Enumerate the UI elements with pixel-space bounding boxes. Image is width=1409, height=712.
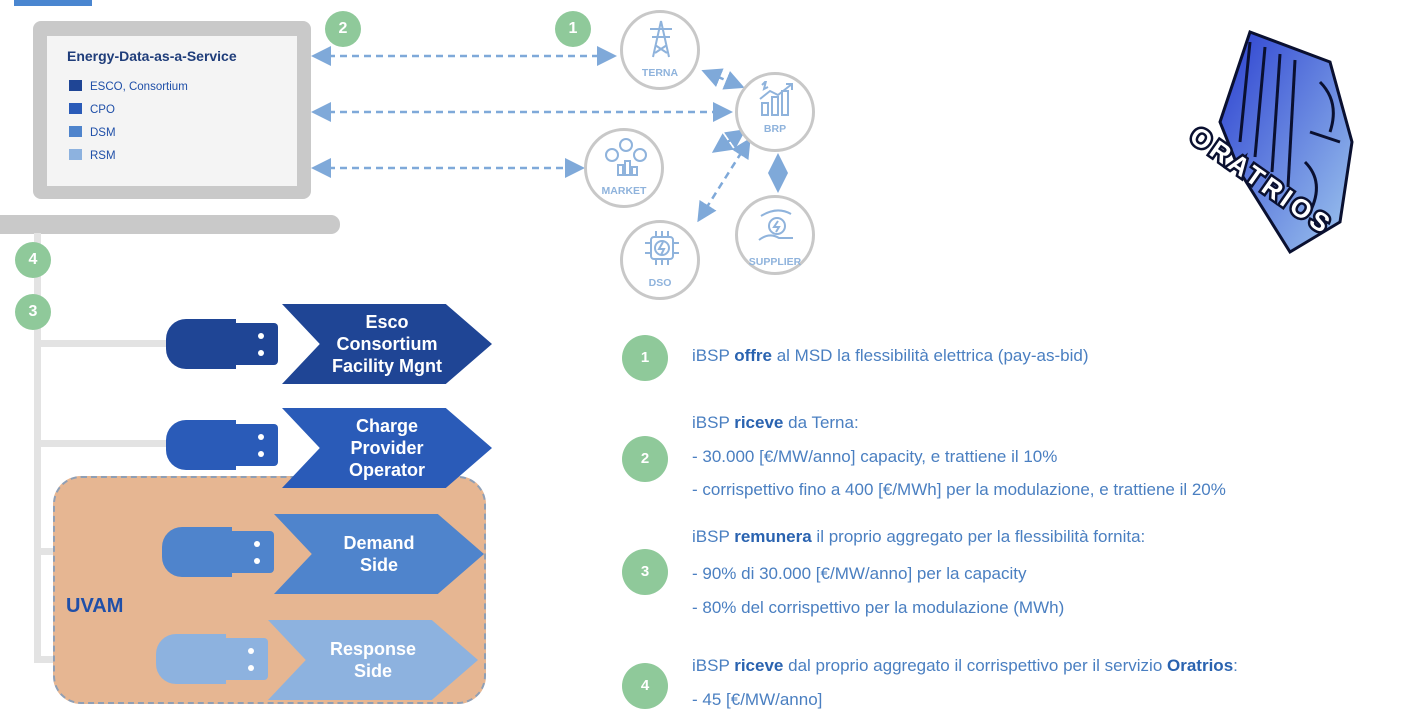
supplier-hands-icon: [758, 209, 793, 241]
node-label-dso: DSO: [648, 277, 672, 289]
plug-head: [232, 531, 274, 573]
legend-swatch: [69, 103, 82, 114]
arrow-label-esco: Esco Consortium Facility Mgnt: [331, 312, 442, 376]
plug-body: [166, 420, 236, 470]
marker-2: 2: [325, 11, 361, 47]
legend-item-dsm: DSM: [69, 126, 116, 139]
laptop-screen: Energy-Data-as-a-Service ESCO, Consortiu…: [33, 21, 311, 199]
oratrios-logo: ORATRIOS: [1180, 22, 1370, 272]
uvam-label: UVAM: [66, 595, 124, 617]
market-coins-icon: [605, 138, 647, 176]
laptop-display: Energy-Data-as-a-Service ESCO, Consortiu…: [47, 36, 297, 186]
legend-label: CPO: [90, 104, 115, 116]
grid-chip-icon: [645, 231, 679, 265]
step-number: 2: [622, 436, 668, 482]
marker-4: 4: [15, 242, 51, 278]
plug-body: [156, 634, 226, 684]
legend-swatch: [69, 80, 82, 91]
node-supplier: SUPPLIER: [735, 195, 815, 275]
node-label-market: MARKET: [601, 185, 647, 197]
plug-head: [236, 424, 278, 466]
step-number: 1: [622, 335, 668, 381]
tree-branch-1: [34, 340, 169, 347]
legend-item-rsm: RSM: [69, 149, 116, 162]
step-line: iBSP riceve dal proprio aggregato il cor…: [692, 656, 1238, 675]
step-line: - 80% del corrispettivo per la modulazio…: [692, 598, 1065, 617]
node-brp: BRP: [735, 72, 815, 152]
legend-label: DSM: [90, 127, 116, 139]
legend-swatch: [69, 149, 82, 160]
node-label-terna: TERNA: [641, 67, 679, 79]
step-number: 3: [622, 549, 668, 595]
tree-trunk-line: [34, 233, 41, 663]
plug-head: [236, 323, 278, 365]
node-label-brp: BRP: [763, 123, 787, 135]
step-line: - 30.000 [€/MW/anno] capacity, e trattie…: [692, 447, 1058, 466]
legend-item-cpo: CPO: [69, 103, 115, 116]
arrow-label-cpo: Charge Provider Operator: [348, 416, 426, 480]
marker-1: 1: [555, 11, 591, 47]
node-dso: DSO: [620, 220, 700, 300]
legend-label: RSM: [90, 150, 116, 162]
legend-swatch: [69, 126, 82, 137]
step-line: - 45 [€/MW/anno]: [692, 690, 823, 709]
step-line: - 90% di 30.000 [€/MW/anno] per la capac…: [692, 564, 1027, 583]
tree-branch-2: [34, 440, 169, 447]
laptop-base: [0, 215, 340, 234]
step-line: - corrispettivo fino a 400 [€/MWh] per l…: [692, 480, 1226, 499]
marker-3: 3: [15, 294, 51, 330]
arrow-label-demand: Demand Side: [343, 533, 415, 575]
step-line: iBSP offre al MSD la flessibilità elettr…: [692, 346, 1089, 365]
connector-arrows: [311, 46, 788, 223]
plug-body: [162, 527, 232, 577]
step-number: 4: [622, 663, 668, 709]
step-line: iBSP remunera il proprio aggregato per l…: [692, 527, 1146, 546]
node-market: MARKET: [584, 128, 664, 208]
growth-chart-icon: [759, 81, 793, 116]
node-label-supplier: SUPPLIER: [748, 256, 802, 268]
step-line: iBSP riceve da Terna:: [692, 413, 859, 432]
oratrios-mascot-icon: ORATRIOS: [1182, 30, 1354, 255]
plug-head: [226, 638, 268, 680]
legend-label: ESCO, Consortium: [90, 81, 188, 93]
platform-title: Energy-Data-as-a-Service: [67, 48, 237, 64]
legend-item-esco: ESCO, Consortium: [69, 80, 188, 93]
arrow-label-response: Response Side: [329, 639, 417, 681]
plug-body: [166, 319, 236, 369]
node-terna: TERNA: [620, 10, 700, 90]
corner-accent: [14, 0, 92, 6]
power-tower-icon: [650, 20, 672, 58]
